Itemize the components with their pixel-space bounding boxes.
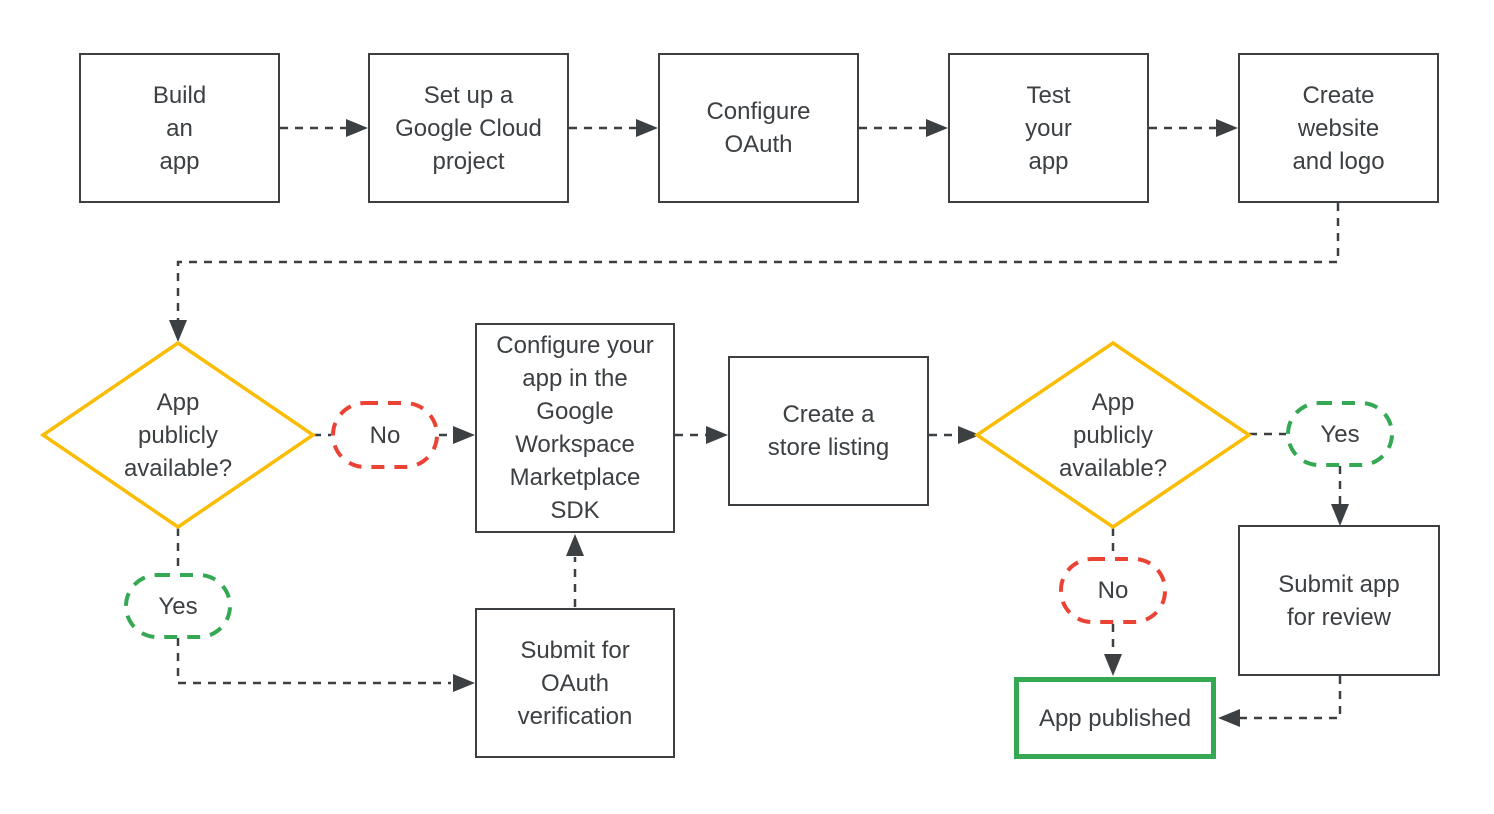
no-label-1: No bbox=[369, 421, 401, 449]
node-build-app: Build an app bbox=[79, 53, 280, 203]
connector-website-to-decision1 bbox=[176, 203, 1340, 320]
arrowhead-icon bbox=[1218, 709, 1240, 727]
node-test-your-app: Test your app bbox=[948, 53, 1149, 203]
node-configure-marketplace-sdk: Configure your app in the Google Workspa… bbox=[475, 323, 675, 533]
node-app-published: App published bbox=[1014, 677, 1216, 759]
node-configure-oauth: Configure OAuth bbox=[658, 53, 859, 203]
no-label-2: No bbox=[1097, 577, 1129, 604]
arrowhead-icon bbox=[453, 674, 475, 692]
decision-app-publicly-available-1: App publicly available? bbox=[123, 388, 233, 482]
connector-review-to-published bbox=[1240, 676, 1342, 720]
arrowhead-icon bbox=[566, 534, 584, 556]
arrowhead-icon bbox=[958, 426, 980, 444]
arrowhead-icon bbox=[1104, 654, 1122, 676]
no-badge-outline-1 bbox=[331, 401, 439, 469]
node-setup-google-cloud-project: Set up a Google Cloud project bbox=[368, 53, 569, 203]
arrowhead-icon bbox=[706, 426, 728, 444]
node-create-website-and-logo: Create website and logo bbox=[1238, 53, 1439, 203]
decision-app-publicly-available-2: App publicly available? bbox=[1058, 388, 1168, 482]
yes-label-2: Yes bbox=[1320, 420, 1360, 448]
arrowhead-icon bbox=[346, 119, 368, 137]
arrowhead-icon bbox=[453, 426, 475, 444]
decision-diamond-1 bbox=[39, 340, 317, 530]
connector-yes-to-oauthverify bbox=[176, 638, 451, 685]
arrowhead-icon bbox=[636, 119, 658, 137]
no-badge-outline-2 bbox=[1059, 557, 1167, 624]
node-submit-oauth-verification: Submit for OAuth verification bbox=[475, 608, 675, 758]
decision-diamond-2 bbox=[973, 340, 1253, 530]
arrowhead-icon bbox=[1216, 119, 1238, 137]
arrowhead-icon bbox=[926, 119, 948, 137]
arrowhead-icon bbox=[169, 320, 187, 342]
yes-badge-outline-2 bbox=[1286, 401, 1394, 467]
node-submit-app-for-review: Submit app for review bbox=[1238, 525, 1440, 676]
yes-label-1: Yes bbox=[158, 592, 198, 620]
arrowhead-icon bbox=[1331, 504, 1349, 526]
node-create-store-listing: Create a store listing bbox=[728, 356, 929, 506]
yes-badge-outline-1 bbox=[124, 573, 232, 639]
